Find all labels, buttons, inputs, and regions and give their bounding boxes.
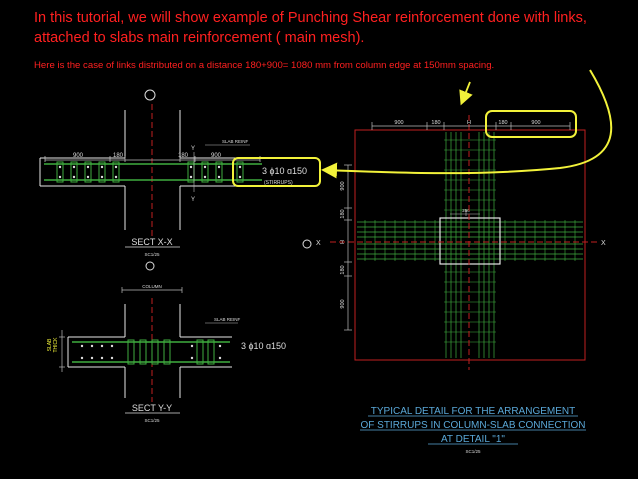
slab-thick-label-1: SLAB: [47, 338, 53, 351]
plan-left-dim-3: H: [340, 240, 346, 244]
arrow-to-callout: [321, 69, 613, 179]
plan-detail: 250 X X 900 180 H 180 900: [302, 110, 606, 454]
plan-top-dim-3: H: [467, 120, 471, 126]
column-label-yy: COLUMN: [142, 284, 162, 289]
plan-top-dim-5: 900: [531, 120, 540, 126]
plan-title-line-1: TYPICAL DETAIL FOR THE ARRANGEMENT: [371, 406, 575, 417]
dim-180-right: 180: [178, 153, 189, 159]
stirrups-xx: [56, 161, 244, 183]
arrow-to-plan: [459, 81, 473, 106]
column-yy: [124, 304, 181, 398]
plan-column: [439, 217, 501, 265]
dim-180-left: 180: [113, 153, 124, 159]
plan-stirrups-vertical: [444, 139, 496, 343]
plan-title-line-2: OF STIRRUPS IN COLUMN-SLAB CONNECTION: [360, 420, 585, 431]
plan-top-dim-line: [371, 122, 571, 130]
rebar-xx: [44, 163, 262, 181]
stirrup-callout-xx: 3 ɸ10 ɑ150: [262, 166, 307, 176]
plan-left-dim-line: [344, 164, 352, 331]
annotation-arrows: [321, 69, 613, 179]
sect-yy-title: SECT Y-Y: [132, 403, 172, 413]
dim-900-right: 900: [211, 153, 222, 159]
plan-top-dim-4: 180: [498, 120, 507, 126]
plan-left-dim-4: 180: [340, 265, 346, 274]
slab-reinf-label-yy: SLAB REINF: [214, 317, 241, 322]
dim-highlight-box: [485, 110, 577, 138]
header-line-1: In this tutorial, we will show example o…: [34, 10, 587, 26]
plan-left-dim-5: 900: [340, 299, 346, 308]
header-subline: Here is the case of links distributed on…: [34, 60, 495, 71]
plan-left-dim-2: 180: [340, 209, 346, 218]
plan-frame: [354, 129, 586, 361]
stirrup-callout-yy: 3 ɸ10 ɑ150: [241, 341, 286, 351]
x-label-left: X: [316, 240, 321, 247]
section-yy: COLUMN: [47, 261, 286, 423]
detail-marker-circle: [144, 89, 156, 101]
plan-left-dim-1: 900: [340, 181, 346, 190]
plan-title-line-3: AT DETAIL "1": [441, 434, 505, 445]
plan-stirrups-horizontal: [364, 220, 576, 261]
y-label-top: Y: [191, 146, 195, 152]
plan-top-dim-2: 180: [431, 120, 440, 126]
y-label-bottom: Y: [191, 197, 195, 203]
sect-xx-title: SECT X-X: [131, 237, 172, 247]
rebar-yy: [72, 341, 230, 363]
x-label-right: X: [601, 240, 606, 247]
dim-900-left: 900: [73, 153, 84, 159]
stirrups-yy: [127, 339, 215, 365]
section-xx: 900 180 180 900 Y Y SLAB REINF 3 ɸ10 ɑ15…: [39, 89, 321, 257]
stirrup-callout-sub: (STIRRUPS): [264, 180, 293, 186]
header-line-2: attached to slabs main reinforcement ( m…: [34, 30, 365, 46]
plan-inner-dim: 250: [462, 208, 470, 213]
slab-thick-label-2: THICK: [53, 337, 59, 353]
sect-yy-scale: SC1/25: [144, 418, 160, 423]
plan-top-dim-1: 900: [394, 120, 403, 126]
plan-scale: SC1/25: [465, 449, 481, 454]
sect-xx-scale: SC1/25: [144, 252, 160, 257]
column-xx: [124, 110, 181, 230]
plan-rebar-vertical: [445, 132, 495, 358]
plan-rebar-horizontal: [357, 221, 583, 260]
callout-highlight-box: [232, 157, 321, 187]
slab-reinf-label-xx: SLAB REINF: [222, 139, 249, 144]
